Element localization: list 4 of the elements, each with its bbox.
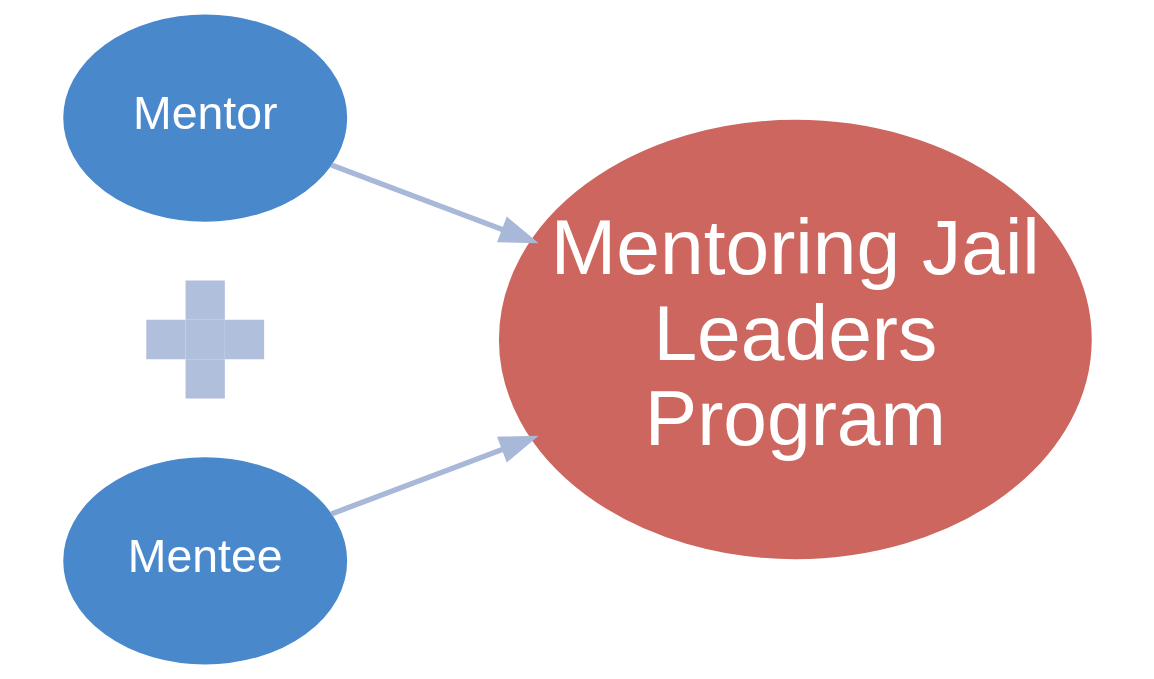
node-ellipse: Mentee bbox=[62, 457, 347, 665]
arrow bbox=[329, 435, 539, 517]
arrow bbox=[329, 162, 539, 244]
node-ellipse: Mentor bbox=[62, 14, 347, 222]
